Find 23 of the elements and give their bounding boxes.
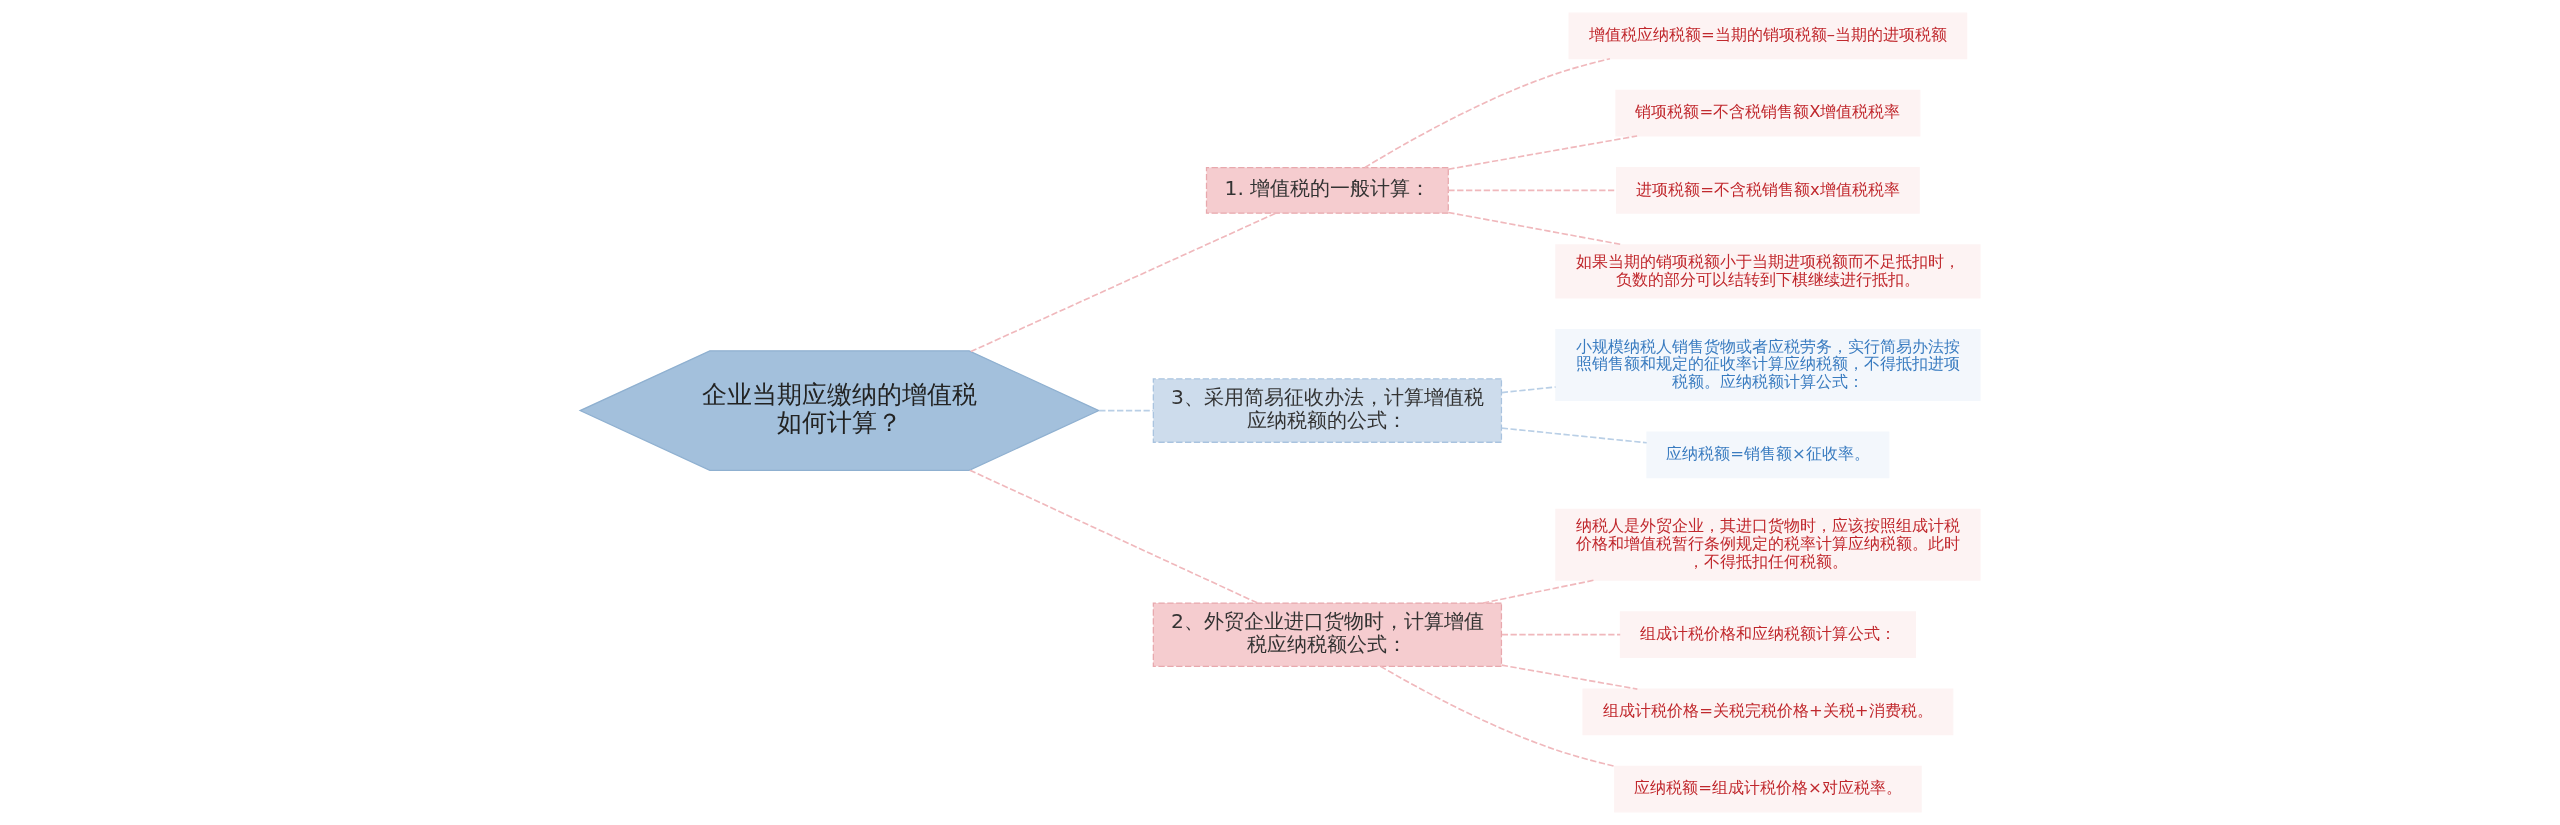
connector (1447, 135, 1638, 171)
node-box: 应纳税额=销售额×征收率。 (1646, 431, 1890, 479)
node-box: 应纳税额=组成计税价格×对应税率。 (1614, 765, 1922, 813)
connector (1500, 427, 1648, 444)
connector (1364, 57, 1611, 169)
connector (1482, 579, 1595, 604)
node-box: 2、外贸企业进口货物时，计算增值税应纳税额公式： (1152, 602, 1503, 667)
node-box: 组成计税价格=关税完税价格+关税+消费税。 (1582, 688, 1954, 736)
node-box: 增值税应纳税额=当期的销项税额–当期的进项税额 (1568, 12, 1968, 60)
connector (1500, 633, 1622, 636)
node-box: 纳税人是外贸企业，其进口货物时，应该按照组成计税价格和增值税暂行条例规定的税率计算应纳税额。此时，不得抵扣任何税额。 (1555, 508, 1981, 581)
connector (1379, 665, 1616, 768)
node-box: 如果当期的销项税额小于当期进项税额而不足抵扣时，负数的部分可以结转到下棋继续进行抵扣。 (1555, 244, 1981, 299)
connector (969, 469, 1259, 604)
connector (970, 212, 1277, 353)
node-box: 组成计税价格和应纳税额计算公式： (1619, 611, 1916, 659)
node-box: 小规模纳税人销售货物或者应税劳务，实行简易办法按照销售额和规定的征收率计算应纳税额，不得抵扣进项税额。应纳税额计算公式： (1555, 328, 1981, 402)
connector (1500, 386, 1557, 394)
node-box: 1. 增值税的一般计算： (1205, 166, 1449, 214)
connector (1098, 409, 1155, 412)
node-box: 销项税额=不含税销售额X增值税税率 (1615, 89, 1921, 137)
connector (1500, 664, 1639, 690)
node-box: 3、采用简易征收办法，计算增值税应纳税额的公式： (1152, 378, 1503, 443)
